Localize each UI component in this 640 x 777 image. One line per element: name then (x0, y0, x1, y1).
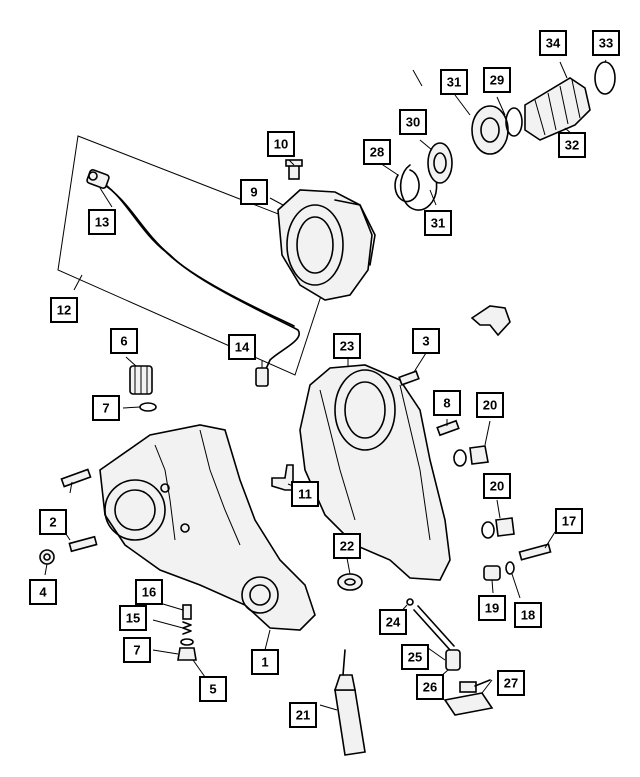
callout-27: 27 (497, 670, 525, 696)
svg-text:3: 3 (422, 334, 429, 349)
callout-6: 6 (110, 328, 138, 354)
svg-text:30: 30 (406, 115, 420, 130)
callout-15: 15 (119, 605, 147, 631)
callout-19: 19 (478, 595, 506, 621)
washer-18 (505, 561, 515, 575)
callout-10: 10 (267, 131, 295, 157)
nut-4 (39, 549, 55, 565)
vent-hose-inset (57, 135, 341, 387)
bearing-and-boot-stack (394, 61, 616, 211)
plug-20-lower (481, 517, 515, 539)
svg-text:7: 7 (133, 643, 140, 658)
callout-26: 26 (416, 674, 444, 700)
callout-1: 1 (251, 649, 279, 675)
svg-text:31: 31 (447, 75, 461, 90)
svg-text:4: 4 (39, 585, 47, 600)
callout-28: 28 (363, 139, 391, 165)
svg-text:33: 33 (599, 36, 613, 51)
svg-text:26: 26 (423, 680, 437, 695)
callout-24: 24 (379, 609, 407, 635)
bolt-8 (436, 419, 460, 437)
svg-text:22: 22 (340, 539, 354, 554)
bolt-17 (518, 543, 552, 561)
callout-32: 32 (558, 132, 586, 158)
vent-fitting-11 (271, 464, 294, 491)
front-case-half (99, 424, 316, 631)
shift-rail-parts (406, 598, 494, 716)
svg-text:34: 34 (546, 36, 561, 51)
callout-7-upper: 7 (92, 395, 120, 421)
sealant-tube-21 (333, 649, 366, 756)
svg-text:17: 17 (562, 514, 576, 529)
callout-2: 2 (39, 509, 67, 535)
svg-text:23: 23 (340, 339, 354, 354)
callout-22: 22 (333, 533, 361, 559)
extension-housing (277, 189, 376, 301)
callout-3: 3 (412, 328, 440, 354)
svg-text:7: 7 (102, 401, 109, 416)
callout-23: 23 (333, 333, 361, 359)
callout-12: 12 (50, 297, 78, 323)
svg-text:16: 16 (142, 585, 156, 600)
callout-5: 5 (199, 676, 227, 702)
callout-21: 21 (289, 702, 317, 728)
callout-33: 33 (592, 30, 620, 56)
svg-text:21: 21 (296, 708, 310, 723)
callout-16: 16 (135, 579, 163, 605)
clip (470, 305, 511, 337)
callout-18: 18 (514, 602, 542, 628)
callout-11: 11 (291, 481, 319, 507)
svg-text:15: 15 (126, 611, 140, 626)
svg-text:18: 18 (521, 608, 535, 623)
svg-text:27: 27 (504, 676, 518, 691)
sensor-6 (129, 365, 153, 395)
callout-30: 30 (399, 109, 427, 135)
svg-text:1: 1 (261, 655, 268, 670)
callout-25: 25 (401, 644, 429, 670)
callout-29: 29 (483, 67, 511, 93)
spacer-19 (483, 565, 501, 581)
svg-text:6: 6 (120, 334, 127, 349)
svg-text:25: 25 (408, 650, 422, 665)
svg-text:2: 2 (49, 515, 56, 530)
callout-17: 17 (555, 508, 583, 534)
callout-13: 13 (88, 209, 116, 235)
svg-text:20: 20 (490, 479, 504, 494)
bolt-3 (398, 370, 420, 386)
svg-text:31: 31 (431, 216, 445, 231)
svg-text:13: 13 (95, 215, 109, 230)
rear-case-half (299, 364, 451, 581)
callout-7-lower: 7 (123, 637, 151, 663)
o-ring-7 (139, 402, 157, 412)
svg-text:14: 14 (235, 340, 250, 355)
bolt-10 (285, 159, 303, 180)
svg-text:19: 19 (485, 601, 499, 616)
svg-text:12: 12 (57, 303, 71, 318)
svg-text:8: 8 (443, 396, 450, 411)
svg-text:5: 5 (209, 682, 216, 697)
svg-text:11: 11 (298, 487, 312, 502)
plug-20-upper (453, 445, 489, 467)
stud-2 (60, 468, 98, 553)
svg-text:9: 9 (250, 185, 257, 200)
svg-text:29: 29 (490, 73, 504, 88)
callout-31-upper: 31 (440, 69, 468, 95)
svg-text:10: 10 (274, 137, 288, 152)
svg-text:32: 32 (565, 138, 579, 153)
callout-9: 9 (240, 179, 268, 205)
svg-text:24: 24 (386, 615, 401, 630)
seal-22 (337, 573, 363, 591)
callout-8: 8 (433, 390, 461, 416)
callout-34: 34 (539, 30, 567, 56)
detent-parts (177, 604, 197, 661)
svg-text:28: 28 (370, 145, 384, 160)
callout-20-lower: 20 (483, 473, 511, 499)
callout-4: 4 (29, 579, 57, 605)
callout-20-upper: 20 (476, 392, 504, 418)
callout-14: 14 (228, 334, 256, 360)
svg-text:20: 20 (483, 398, 497, 413)
callout-31-lower: 31 (424, 210, 452, 236)
